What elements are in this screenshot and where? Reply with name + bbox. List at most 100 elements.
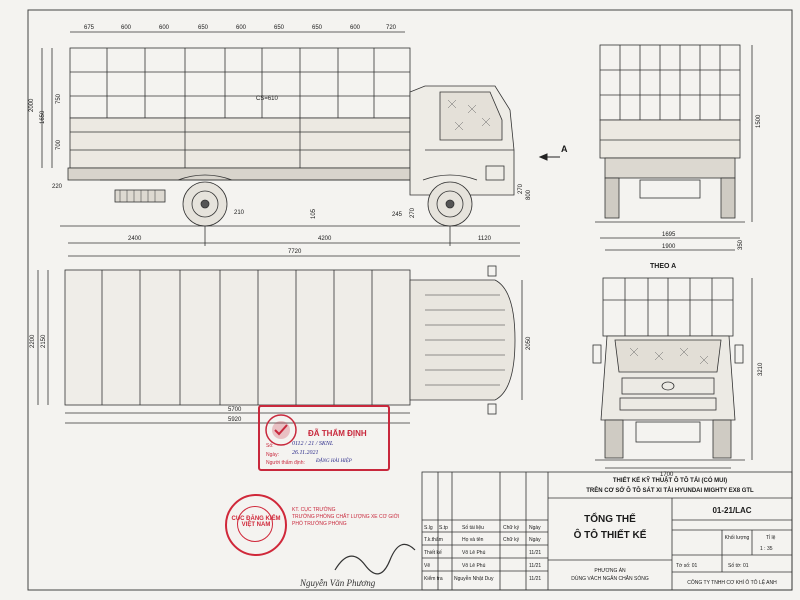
approval-title: ĐÃ THẨM ĐỊNH — [308, 429, 367, 438]
signature-line2: TRƯỞNG PHÒNG CHẤT LƯỢNG XE CƠ GIỚI — [292, 514, 400, 520]
dim-label: 2050 — [526, 336, 532, 350]
row-name: Võ Lê Phú — [462, 550, 486, 556]
stamp-inner-ring — [237, 506, 273, 542]
col-header: S.tp — [439, 525, 448, 531]
company-name: CÔNG TY TNHH CƠ KHÍ Ô TÔ LỆ ANH — [687, 578, 777, 586]
cs-label: CS=610 — [256, 96, 279, 102]
scale-value: 1 : 35 — [760, 546, 773, 552]
row-date: 11/21 — [529, 550, 541, 556]
col-header: Ngày — [529, 525, 541, 531]
col-header: Chữ ký — [503, 525, 520, 531]
stamp-date-value: 26.11.2021 — [292, 450, 319, 456]
dim-label: 1700 — [660, 472, 674, 478]
view-arrow — [538, 153, 560, 161]
dim-label: 600 — [236, 25, 247, 31]
side-top-dims: 675 600 600 650 600 650 650 600 720 — [84, 25, 397, 31]
dim-label: 800 — [526, 189, 532, 200]
signature-line3: PHÓ TRƯỞNG PHÒNG — [292, 521, 347, 527]
dim-label: 1650 — [40, 110, 46, 124]
approval-stamp: ĐÃ THẨM ĐỊNH Số: 0112 / 21 / SKNL Ngày: … — [258, 405, 390, 471]
dim-label: 2400 — [128, 236, 142, 242]
title-header-line2: TRÊN CƠ SỞ Ô TÔ SÁT XI TẢI HYUNDAI MIGHT… — [586, 486, 754, 494]
stamp-number-label: Số: — [266, 443, 274, 449]
dim-label: 650 — [274, 25, 285, 31]
col-header: S.lg — [424, 525, 433, 531]
row-role: Vẽ — [424, 563, 430, 569]
signature-line1: KT. CỤC TRƯỞNG — [292, 507, 336, 513]
title-block: THIẾT KẾ KỸ THUẬT Ô TÔ TẢI (CÓ MUI) TRÊN… — [424, 476, 777, 586]
row-role: T.k.thẩm — [424, 536, 443, 543]
dim-label: 1900 — [662, 244, 676, 250]
dim-label: 350 — [738, 239, 744, 250]
dim-label: 600 — [350, 25, 361, 31]
windshield-pattern — [447, 99, 491, 131]
row-date: Ngày — [529, 537, 541, 543]
row-name: Võ Lê Phú — [462, 563, 486, 569]
dim-label: 270 — [410, 207, 416, 218]
stamp-center-text: CỤC ĐĂNG KIỂM VIỆT NAM — [231, 516, 281, 528]
top-crossbars — [101, 270, 373, 405]
signer-name: Nguyễn Văn Phương — [300, 578, 376, 588]
row-name: Nguyễn Nhật Duy — [454, 575, 494, 582]
dim-label: 650 — [198, 25, 209, 31]
rear-wheel — [182, 181, 228, 227]
dim-label: 600 — [159, 25, 170, 31]
main-title-line2: Ô TÔ THIẾT KẾ — [574, 528, 647, 541]
stamp-date-label: Ngày: — [266, 452, 280, 458]
handwritten-signature — [334, 543, 416, 575]
side-left-dims: 2000 1650 750 700 — [29, 93, 62, 150]
stamp-inspector-value: ĐẶNG HẢI HIỆP — [316, 459, 352, 464]
side-misc-dims: 220 210 105 245 270 270 800 — [52, 183, 532, 219]
title-block-frame — [421, 471, 793, 591]
scale-label: Tỉ lệ — [766, 534, 776, 541]
front-view-dims: 1500 1695 1900 350 — [662, 114, 762, 250]
top-view — [37, 265, 523, 424]
rear-stakes — [624, 278, 713, 336]
col-header: Số tài liệu — [462, 525, 484, 531]
row-name: Họ và tên — [462, 537, 484, 543]
rear-view-dims: 3210 1700 — [660, 362, 764, 478]
row-date: 11/21 — [529, 563, 541, 569]
approval-seal-icon — [265, 414, 297, 446]
dim-label: 220 — [52, 184, 63, 190]
dim-label: 600 — [121, 25, 132, 31]
dim-label: 700 — [56, 139, 62, 150]
dim-label: 1695 — [662, 232, 676, 238]
front-stakes — [619, 45, 721, 120]
drawing-number: 01-21/LAC — [712, 506, 751, 515]
dim-label: 675 — [84, 25, 95, 31]
rear-view — [592, 277, 753, 469]
dim-label: 2150 — [41, 334, 47, 348]
dim-label: 245 — [392, 212, 403, 218]
official-round-stamp: CỤC ĐĂNG KIỂM VIỆT NAM — [225, 494, 287, 556]
row-date: 11/21 — [529, 576, 541, 582]
overall-length-label: 7720 — [288, 249, 302, 255]
top-view-dims: 2200 2150 2050 5700 5920 — [30, 334, 532, 423]
dim-label: 105 — [311, 208, 317, 219]
dim-label: 650 — [312, 25, 323, 31]
stamp-number-value: 0112 / 21 / SKNL — [292, 441, 334, 447]
rear-glass-pattern — [629, 347, 709, 365]
dim-label: 270 — [518, 183, 524, 194]
mass-label: Khối lượng — [725, 535, 750, 541]
front-view — [595, 44, 753, 251]
stamp-inspector-label: Người thẩm định: — [266, 460, 305, 466]
sheet-count: Số tờ: 01 — [728, 563, 749, 569]
row-role: Kiểm tra — [424, 575, 443, 582]
row-role: Thiết kế — [424, 550, 442, 556]
option-line2: DÙNG VÁCH NGĂN CHẮN SÓNG — [571, 574, 649, 582]
stake-posts — [106, 48, 375, 118]
side-view — [41, 31, 520, 257]
dim-label: 2000 — [29, 98, 35, 112]
signature-block: KT. CỤC TRƯỞNG TRƯỞNG PHÒNG CHẤT LƯỢNG X… — [292, 507, 399, 528]
dim-label: 2200 — [30, 334, 36, 348]
row-signature: Chữ ký — [503, 537, 520, 543]
view-a-label: THEO A — [650, 263, 676, 270]
dim-label: 4200 — [318, 236, 332, 242]
front-wheel — [427, 181, 473, 227]
sheet-number: Tờ số: 01 — [676, 563, 698, 569]
dim-label: 210 — [234, 210, 245, 216]
dim-label: 1500 — [756, 114, 762, 128]
dim-label: 1120 — [478, 236, 492, 242]
